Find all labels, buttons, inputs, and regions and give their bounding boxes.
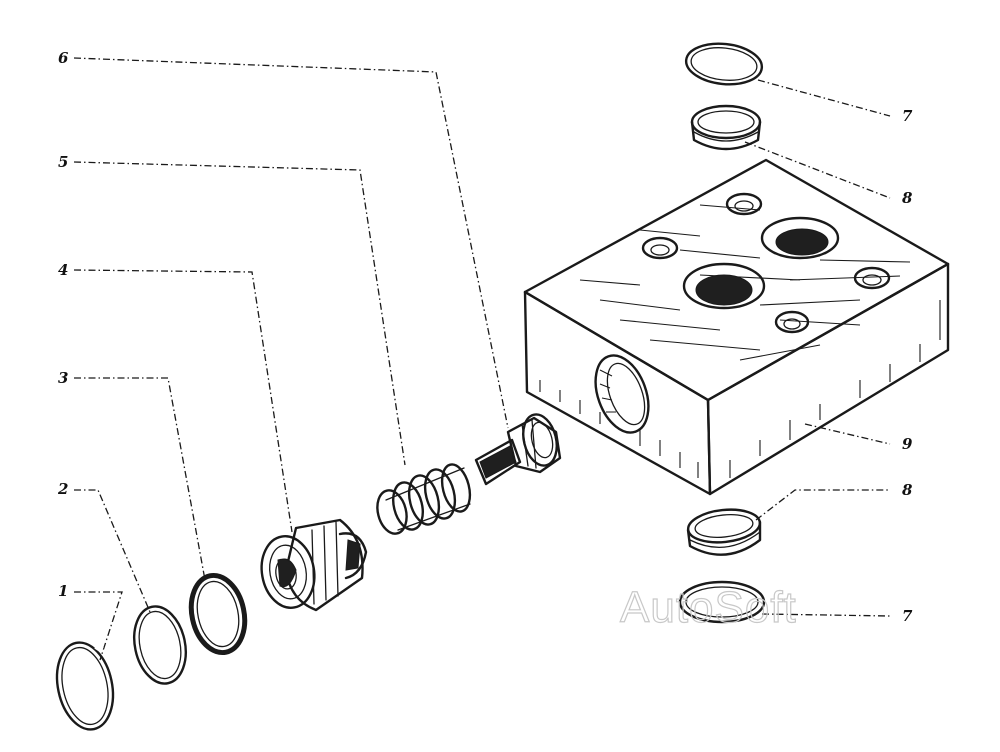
callout-4: 4 [58,261,68,279]
part-5-spring [376,463,472,535]
callout-8-bottom: 8 [902,481,913,499]
part-6-plunger [474,413,562,486]
part-2-washer [133,605,187,685]
callout-7-bottom: 7 [902,607,913,625]
callout-9: 9 [902,435,913,453]
callout-2: 2 [57,480,68,498]
leader-lines [73,57,891,661]
part-9-valve-body [523,158,950,496]
part-3-o-ring [188,572,248,656]
callout-1: 1 [58,582,68,600]
callout-3: 3 [58,369,68,387]
callout-7-top: 7 [902,107,913,125]
part-8-bottom-seal [686,508,762,556]
part-7-bottom-o-ring [678,580,766,624]
part-4-plug [260,518,368,612]
part-8-top-seal [690,104,762,151]
callout-6: 6 [58,49,69,67]
callout-labels: 1 2 3 4 5 6 7 8 9 8 7 [57,49,913,625]
part-1-snap-ring [55,641,115,731]
callout-8-top: 8 [902,189,913,207]
callout-5: 5 [58,153,68,171]
watermark-text: AutoSoft [620,583,797,632]
part-7-top-o-ring [684,42,764,86]
